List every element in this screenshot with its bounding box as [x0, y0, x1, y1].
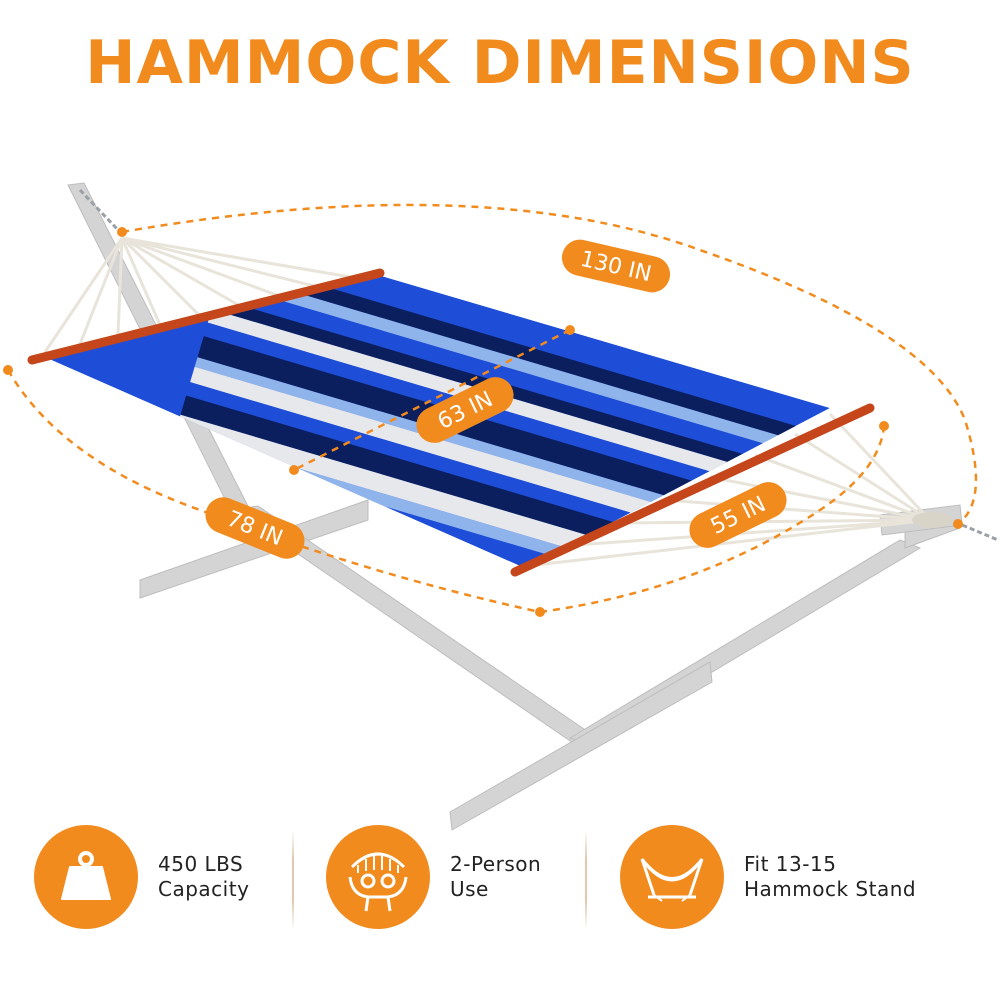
feature-two-person-line2: Use [450, 877, 489, 901]
left-spreader-bar [27, 268, 385, 365]
feature-stand-fit-line1: Fit 13-15 [744, 852, 837, 876]
feature-stand-fit-line2: Hammock Stand [744, 877, 917, 901]
weight-icon [34, 825, 138, 929]
right-ropes [534, 412, 932, 567]
two-person-icon [326, 825, 430, 929]
right-spreader-bar [510, 403, 875, 577]
feature-two-person: 2-Person Use [326, 822, 541, 932]
label-130-in: 130 IN [561, 239, 671, 293]
feature-divider-2 [585, 830, 587, 930]
feature-capacity-line2: Capacity [158, 877, 250, 901]
feature-two-person-line1: 2-Person [450, 852, 542, 876]
page-title: HAMMOCK DIMENSIONS [85, 28, 915, 98]
feature-capacity-line1: 450 LBS [158, 852, 244, 876]
left-chain [78, 188, 122, 234]
left-ropes [43, 236, 363, 353]
dimension-endpoints [3, 227, 963, 617]
hammock-stand-icon [620, 825, 724, 929]
feature-capacity: 450 LBS Capacity [34, 822, 249, 932]
feature-divider-1 [292, 830, 294, 930]
feature-stand-fit: Fit 13-15 Hammock Stand [620, 822, 916, 932]
right-rope-knot [912, 512, 952, 528]
